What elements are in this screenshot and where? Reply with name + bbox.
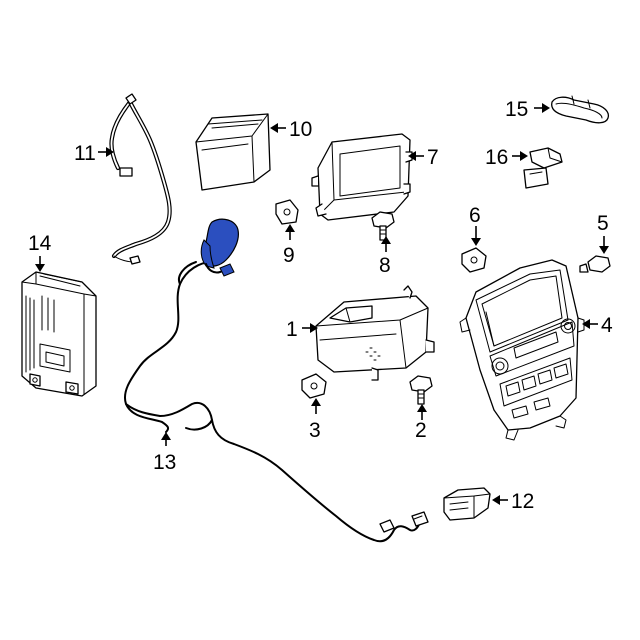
callout-1: 1 [286,318,298,341]
module-14 [21,271,97,397]
screen-7 [311,133,413,221]
callout-14: 14 [28,232,52,255]
callout-10: 10 [289,118,312,141]
callout-8: 8 [379,254,391,277]
callout-3: 3 [309,419,321,442]
callout-5: 5 [597,212,609,235]
callout-11: 11 [74,142,96,165]
bolt-5 [579,255,611,273]
clip-3 [301,373,327,399]
bracket-15 [551,95,610,124]
clip-9 [275,199,299,225]
connector-12 [443,487,491,521]
callout-9: 9 [283,244,295,267]
callout-7: 7 [427,146,439,169]
display-module-10 [195,113,271,191]
antenna-cable-11 [109,93,172,265]
connector-16 [523,147,563,189]
callout-15: 15 [505,98,528,121]
radio-unit-1 [315,285,435,381]
bolt-2 [409,375,433,405]
callout-6: 6 [469,204,481,227]
callout-4: 4 [601,314,613,337]
bolt-8 [371,211,395,241]
callout-13: 13 [153,451,176,474]
wiring-harness-13 [124,261,429,543]
center-bezel-4 [459,259,585,441]
callout-12: 12 [511,490,534,513]
highlighted-antenna-part [200,218,239,277]
callout-16: 16 [485,146,508,169]
clip-6 [461,247,487,273]
callout-2: 2 [415,419,427,442]
callouts: 1 2 3 4 5 6 7 8 9 10 [28,98,613,513]
